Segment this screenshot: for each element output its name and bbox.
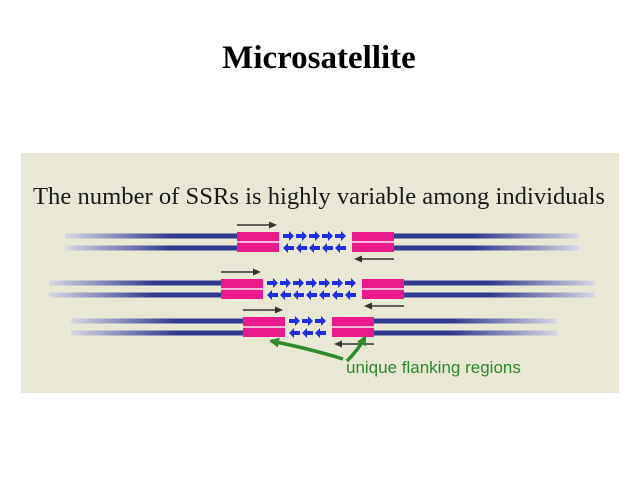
repeat-arrow-forward	[315, 316, 326, 326]
flanking-gap-left	[243, 326, 285, 328]
dna-strand-bottom-left-fade	[65, 245, 170, 251]
repeat-arrow-reverse	[322, 243, 333, 253]
dna-strand-bottom-right-fade	[474, 245, 579, 251]
repeat-arrow-forward	[283, 231, 294, 241]
dna-strand-top-left	[154, 280, 221, 286]
repeat-arrow-forward	[319, 278, 330, 288]
dna-strand-bottom-left	[154, 292, 221, 298]
repeat-arrow-reverse	[315, 328, 326, 338]
dna-strand-bottom-right-fade	[452, 330, 557, 336]
ssr-diagram: The number of SSRs is highly variable am…	[21, 153, 619, 393]
dna-strand-bottom-left-fade	[49, 292, 154, 298]
repeat-arrow-forward	[345, 278, 356, 288]
dna-strand-top-left-fade	[49, 280, 154, 286]
dna-strand-top-left-fade	[71, 318, 176, 324]
dna-strand-bottom-left-fade	[71, 330, 176, 336]
flanking-annotation: unique flanking regions	[346, 358, 521, 377]
repeat-arrow-reverse	[306, 290, 317, 300]
repeat-arrow-forward	[302, 316, 313, 326]
repeat-arrow-forward	[267, 278, 278, 288]
individual-row	[65, 221, 579, 263]
repeat-arrow-reverse	[267, 290, 278, 300]
flanking-gap-right	[332, 326, 374, 328]
dna-strand-top-right	[394, 233, 474, 239]
dna-strand-bottom-left	[176, 330, 243, 336]
repeat-arrow-reverse	[345, 290, 356, 300]
individual-row	[71, 306, 557, 348]
dna-strand-bottom-right	[374, 330, 452, 336]
repeat-arrow-forward	[309, 231, 320, 241]
dna-strand-top-right-fade	[452, 318, 557, 324]
dna-strand-top-left-fade	[65, 233, 170, 239]
individual-row	[49, 268, 595, 310]
annotation-arrow-right	[345, 335, 367, 363]
dna-strand-bottom-right-fade	[490, 292, 595, 298]
figure-heading: The number of SSRs is highly variable am…	[33, 184, 605, 210]
primer-reverse-head	[334, 340, 342, 348]
repeat-arrow-reverse	[296, 243, 307, 253]
dna-strand-top-right-fade	[474, 233, 579, 239]
annotation-arrow-left	[269, 337, 344, 361]
ssr-diagram-svg: The number of SSRs is highly variable am…	[21, 153, 619, 393]
repeat-arrow-forward	[306, 278, 317, 288]
repeat-arrow-forward	[335, 231, 346, 241]
flanking-gap-right	[352, 241, 394, 243]
primer-forward-head	[269, 221, 277, 229]
repeat-arrow-reverse	[332, 290, 343, 300]
repeat-arrow-forward	[280, 278, 291, 288]
slide-title: Microsatellite	[222, 40, 416, 76]
repeat-arrow-forward	[332, 278, 343, 288]
primer-reverse-head	[354, 255, 362, 263]
repeat-arrow-reverse	[280, 290, 291, 300]
flanking-gap-left	[237, 241, 279, 243]
dna-strand-bottom-right	[404, 292, 490, 298]
primer-forward-head	[253, 268, 261, 276]
repeat-arrow-reverse	[335, 243, 346, 253]
repeat-arrow-reverse	[309, 243, 320, 253]
flanking-gap-left	[221, 288, 263, 290]
repeat-arrow-reverse	[283, 243, 294, 253]
primer-reverse-head	[364, 302, 372, 310]
repeat-arrow-reverse	[302, 328, 313, 338]
repeat-arrow-reverse	[289, 328, 300, 338]
dna-strand-top-left	[176, 318, 243, 324]
dna-strand-top-right-fade	[490, 280, 595, 286]
repeat-arrow-reverse	[293, 290, 304, 300]
repeat-arrow-forward	[289, 316, 300, 326]
repeat-arrow-forward	[293, 278, 304, 288]
repeat-arrow-forward	[322, 231, 333, 241]
annotation-arrows	[269, 335, 367, 363]
repeat-arrow-reverse	[319, 290, 330, 300]
dna-strand-bottom-left	[170, 245, 237, 251]
primer-forward-head	[275, 306, 283, 314]
dna-strand-top-left	[170, 233, 237, 239]
dna-strand-bottom-right	[394, 245, 474, 251]
dna-strand-top-right	[374, 318, 452, 324]
dna-strand-top-right	[404, 280, 490, 286]
repeat-arrow-forward	[296, 231, 307, 241]
flanking-gap-right	[362, 288, 404, 290]
